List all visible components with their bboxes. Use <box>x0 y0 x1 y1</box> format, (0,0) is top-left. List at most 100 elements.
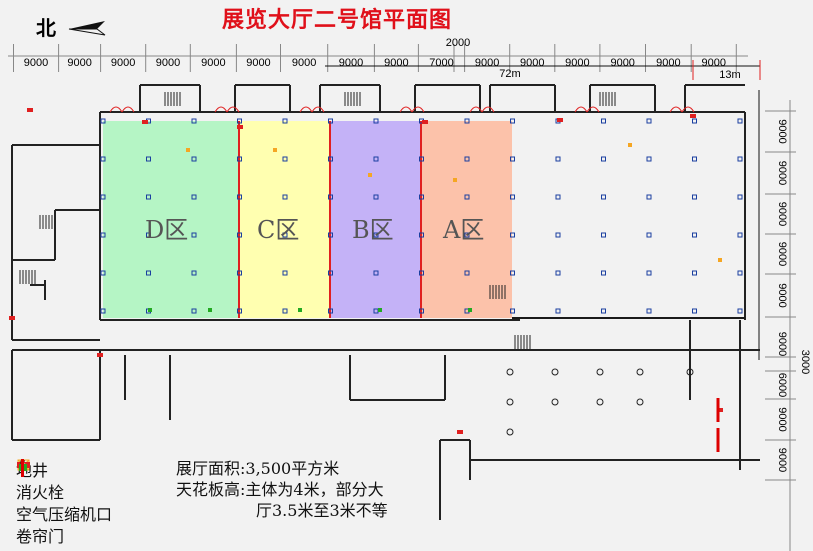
column <box>100 270 106 276</box>
column <box>692 232 697 238</box>
column <box>282 308 288 314</box>
column <box>510 156 515 162</box>
door-swing <box>481 106 495 113</box>
column-round <box>636 368 644 376</box>
top-dimension-label: 7000 <box>429 57 453 69</box>
air-compressor-icon <box>378 308 382 312</box>
right-dimension-label: 9000 <box>776 283 788 307</box>
top-dimension-label: 9000 <box>565 57 589 69</box>
column <box>146 270 151 276</box>
column <box>282 270 288 276</box>
column <box>100 232 106 238</box>
north-label: 北 <box>36 16 56 40</box>
column <box>737 270 743 276</box>
floor-well-icon <box>718 258 722 262</box>
column <box>510 118 515 124</box>
column <box>555 156 561 162</box>
column-round <box>506 368 514 376</box>
top-dimension-label: 9000 <box>156 57 180 69</box>
column <box>692 156 697 162</box>
fire-hydrant-icon <box>717 408 723 412</box>
top-dimension-label: 9000 <box>702 57 726 69</box>
column <box>373 232 379 238</box>
north-indicator: 北 <box>36 12 106 41</box>
dimension-2000-label: 2000 <box>446 37 470 49</box>
right-dimension-label: 9000 <box>776 448 788 472</box>
column <box>419 156 424 162</box>
legend-label: 卷帘门 <box>16 527 65 546</box>
top-dimension-label: 9000 <box>656 57 680 69</box>
column <box>328 194 333 200</box>
column <box>555 308 561 314</box>
fire-hydrant-icon <box>690 114 696 118</box>
right-dimension-label: 9000 <box>776 202 788 226</box>
top-dimension-label: 9000 <box>520 57 544 69</box>
column-round <box>636 398 644 406</box>
door-swing <box>469 106 483 113</box>
column <box>646 308 652 314</box>
column <box>328 270 333 276</box>
top-dimension-label: 9000 <box>610 57 634 69</box>
column-round <box>551 398 559 406</box>
column <box>646 156 652 162</box>
column <box>601 232 606 238</box>
column <box>146 232 151 238</box>
top-dimension-label: 9000 <box>475 57 499 69</box>
fire-hydrant-icon <box>237 125 243 129</box>
column <box>692 194 697 200</box>
fire-hydrant-icon <box>142 120 148 124</box>
column <box>419 270 424 276</box>
column <box>464 194 470 200</box>
zone-c-area <box>239 121 330 318</box>
column <box>191 270 197 276</box>
plan-title: 展览大厅二号馆平面图 <box>222 7 453 33</box>
column <box>237 194 242 200</box>
door-swing <box>669 106 683 113</box>
air-compressor-icon <box>468 308 472 312</box>
fire-hydrant-icon <box>27 108 33 112</box>
dimension-72m-label: 72m <box>499 68 520 80</box>
column <box>100 156 106 162</box>
column <box>237 118 242 124</box>
column <box>419 194 424 200</box>
right-dimension-label: 9000 <box>776 161 788 185</box>
floor-well-icon <box>186 148 190 152</box>
top-dimension-label: 9000 <box>292 57 316 69</box>
column <box>237 156 242 162</box>
column <box>601 308 606 314</box>
dimension-13m-label: 13m <box>719 69 740 81</box>
column <box>555 194 561 200</box>
column <box>510 232 515 238</box>
column-round <box>596 368 604 376</box>
zone-a-label: A区 <box>443 216 485 244</box>
column <box>464 270 470 276</box>
hall-area: 展厅面积:3,500平方米 <box>176 459 340 478</box>
column <box>464 232 470 238</box>
floor-well-icon <box>273 148 277 152</box>
column <box>328 118 333 124</box>
door-swing <box>411 106 425 113</box>
column <box>646 270 652 276</box>
column <box>373 156 379 162</box>
door-swing <box>109 106 123 113</box>
column <box>282 232 288 238</box>
column <box>282 156 288 162</box>
column <box>601 118 606 124</box>
column <box>328 156 333 162</box>
floor-well-icon <box>368 173 372 177</box>
column <box>191 232 197 238</box>
column <box>510 308 515 314</box>
column <box>237 270 242 276</box>
column <box>237 232 242 238</box>
ceiling-height-cont: 厅3.5米至3米不等 <box>256 501 388 520</box>
top-dimension-label: 9000 <box>384 57 408 69</box>
column <box>601 156 606 162</box>
door-swing <box>121 106 135 113</box>
right-dimension-label: 9000 <box>776 407 788 431</box>
zone-b-label: B区 <box>352 216 394 244</box>
door-swing <box>681 106 695 113</box>
top-dimension-label: 9000 <box>339 57 363 69</box>
column <box>737 308 743 314</box>
